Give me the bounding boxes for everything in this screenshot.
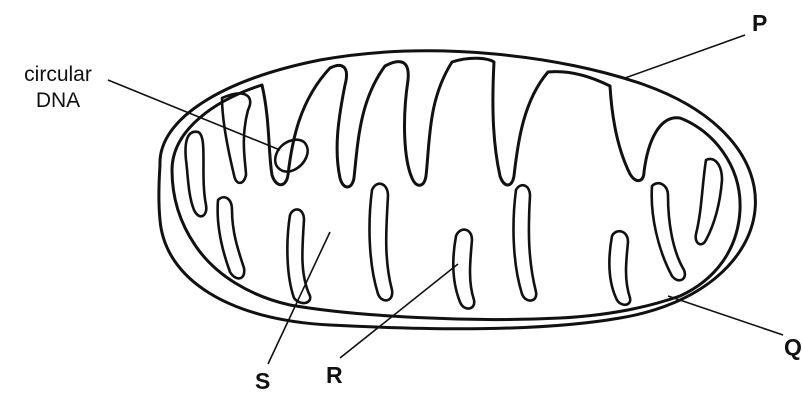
crista — [609, 231, 630, 305]
label-q: Q — [784, 334, 802, 361]
crista — [287, 209, 310, 303]
leader-line-s — [268, 232, 330, 364]
crista — [222, 94, 250, 183]
crista — [453, 230, 474, 309]
label-s: S — [255, 368, 270, 395]
crista — [696, 159, 722, 244]
label-circular-dna-line2: DNA — [8, 88, 108, 114]
crista — [514, 185, 537, 300]
label-circular-dna-line1: circular — [8, 62, 108, 88]
label-r: R — [326, 362, 343, 389]
leader-line-p — [625, 35, 745, 78]
crista — [652, 183, 685, 280]
leader-line-r — [340, 264, 458, 358]
inner-membrane — [172, 58, 740, 319]
crista — [218, 197, 245, 278]
leader-line-circular-dna — [108, 80, 280, 150]
crista — [186, 132, 207, 217]
leader-line-q — [668, 296, 783, 335]
label-p: P — [752, 10, 767, 37]
label-circular-dna: circular DNA — [8, 62, 108, 114]
crista — [370, 184, 393, 301]
